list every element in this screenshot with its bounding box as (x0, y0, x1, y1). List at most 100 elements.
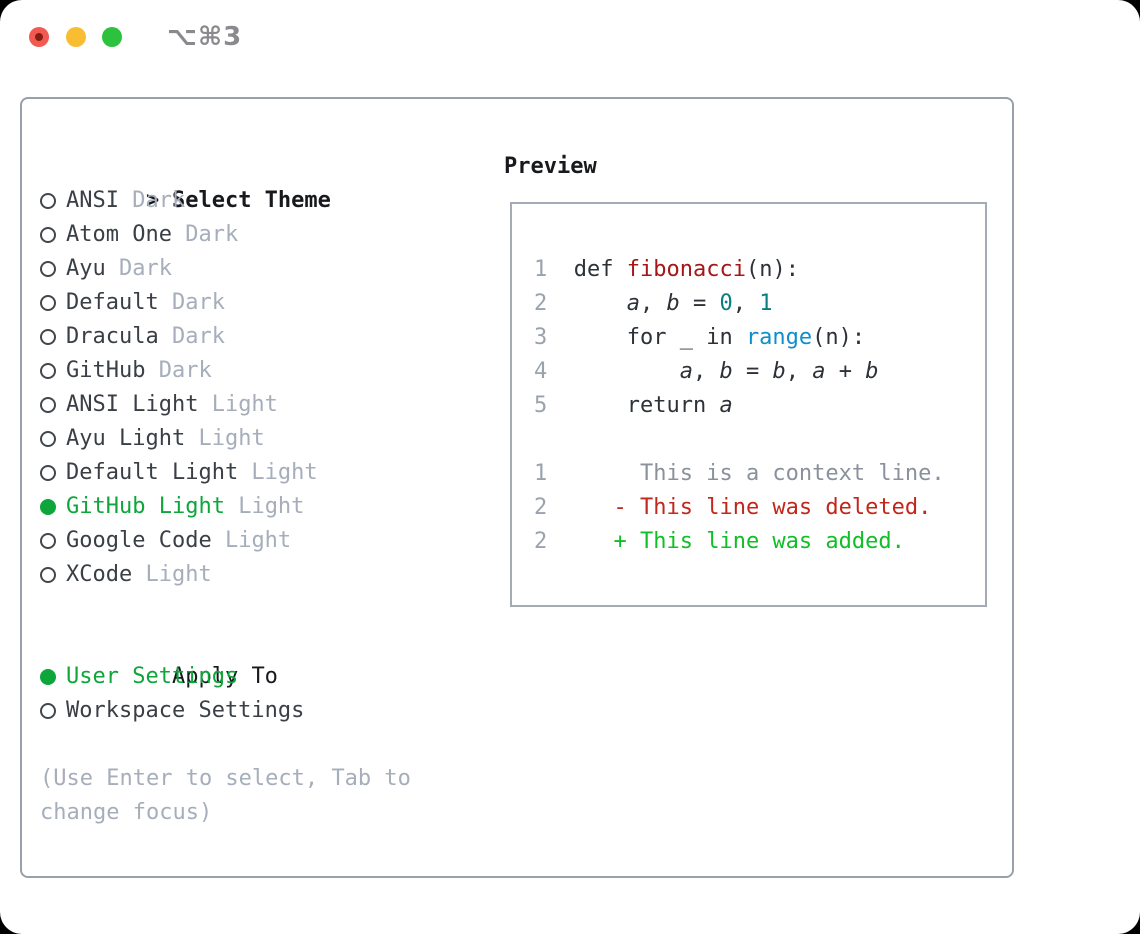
code-token: a (812, 359, 826, 384)
code-token: , (732, 291, 760, 316)
code-line: 1 def fibonacci(n): (534, 253, 985, 287)
theme-name: Dracula (66, 324, 159, 349)
theme-name: Atom One (66, 222, 172, 247)
radio-cell (40, 660, 66, 696)
code-token: 0 (719, 291, 733, 316)
theme-name: GitHub Light (66, 494, 225, 519)
theme-variant-tag: Light (198, 392, 278, 417)
theme-variant-tag: Dark (158, 290, 225, 315)
line-number: 1 (534, 461, 548, 486)
code-token: fibonacci (626, 257, 746, 282)
radio-icon (40, 261, 56, 277)
footer-hint: (Use Enter to select, Tab to change focu… (40, 766, 411, 825)
theme-name: GitHub (66, 358, 146, 383)
theme-name: Default (66, 290, 159, 315)
zoom-button[interactable] (102, 27, 122, 47)
apply-option-name: User Settings (66, 664, 239, 689)
code-line: 5 return a (534, 389, 985, 423)
theme-option[interactable]: Ayu Light Light (40, 422, 480, 456)
apply-to-option[interactable]: Workspace Settings (40, 694, 480, 728)
theme-name: ANSI Light (66, 392, 199, 417)
theme-variant-tag: Light (224, 494, 305, 519)
theme-name: Google Code (66, 528, 212, 553)
theme-variant-tag: Dark (145, 358, 212, 383)
radio-icon (40, 431, 56, 447)
theme-option[interactable]: Atom One Dark (40, 218, 480, 252)
radio-cell (40, 422, 66, 458)
theme-option[interactable]: Dracula Dark (40, 320, 480, 354)
code-token (574, 291, 627, 316)
theme-option[interactable]: ANSI Dark (40, 184, 480, 218)
preview-title: Preview (504, 154, 597, 179)
select-theme-header: >Select Theme (40, 150, 480, 213)
theme-variant-tag: Dark (171, 222, 239, 247)
theme-variant-tag: Light (211, 528, 292, 553)
close-button[interactable] (29, 27, 49, 47)
diff-text: This line was added. (639, 529, 905, 554)
diff-text: This is a context line. (639, 461, 945, 486)
code-token: , (692, 359, 720, 384)
apply-to-header: Apply To (40, 626, 480, 689)
code-token: = (679, 291, 720, 316)
code-token: b (666, 291, 680, 316)
line-number: 5 (534, 393, 548, 418)
theme-variant-tag: Dark (105, 256, 172, 281)
line-number: 1 (534, 257, 548, 282)
code-token: range (745, 325, 813, 350)
code-token: + (825, 359, 866, 384)
spacer (40, 728, 480, 762)
code-line: 4 a, b = b, a + b (534, 355, 985, 389)
diff-marker: - (613, 495, 627, 520)
theme-option[interactable]: ANSI Light Light (40, 388, 480, 422)
code-token: , (785, 359, 813, 384)
diff-block: 1 This is a context line.2 - This line w… (534, 457, 985, 559)
code-token: a (719, 393, 733, 418)
theme-name: ANSI (66, 188, 119, 213)
theme-option[interactable]: Default Dark (40, 286, 480, 320)
apply-to-option[interactable]: User Settings (40, 660, 480, 694)
diff-line-context: 1 This is a context line. (534, 457, 985, 491)
diff-marker (613, 461, 626, 486)
radio-cell (40, 218, 66, 254)
theme-option[interactable]: GitHub Light Light (40, 490, 480, 524)
radio-cell (40, 524, 66, 560)
radio-cell (40, 388, 66, 424)
theme-variant-tag: Light (132, 562, 212, 587)
radio-icon (40, 465, 56, 481)
apply-to-label: Apply To (171, 664, 278, 689)
theme-option[interactable]: XCode Light (40, 558, 480, 592)
theme-option[interactable]: Default Light Light (40, 456, 480, 490)
radio-icon (40, 193, 56, 209)
radio-cell (40, 694, 66, 730)
minimize-button[interactable] (66, 27, 86, 47)
theme-name: Default Light (66, 460, 239, 485)
code-token: = (732, 359, 773, 384)
radio-icon (40, 703, 56, 719)
theme-option[interactable]: Google Code Light (40, 524, 480, 558)
code-token: return (573, 393, 720, 418)
radio-cell (40, 490, 66, 526)
radio-cell (40, 252, 66, 288)
diff-line-added: 2 + This line was added. (534, 525, 985, 559)
window-title: ⌥⌘3 (167, 22, 243, 52)
radio-cell (40, 184, 66, 220)
blank-line (534, 423, 985, 457)
code-token: b (865, 359, 879, 384)
radio-cell (40, 286, 66, 322)
radio-icon (40, 329, 56, 345)
radio-icon (40, 295, 56, 311)
radio-cell (40, 558, 66, 594)
theme-variant-tag: Light (238, 460, 318, 485)
theme-option[interactable]: GitHub Dark (40, 354, 480, 388)
select-theme-label: Select Theme (171, 188, 331, 213)
theme-name: XCode (66, 562, 133, 587)
theme-option[interactable]: Ayu Dark (40, 252, 480, 286)
diff-marker: + (613, 529, 627, 554)
spacer (40, 592, 480, 626)
